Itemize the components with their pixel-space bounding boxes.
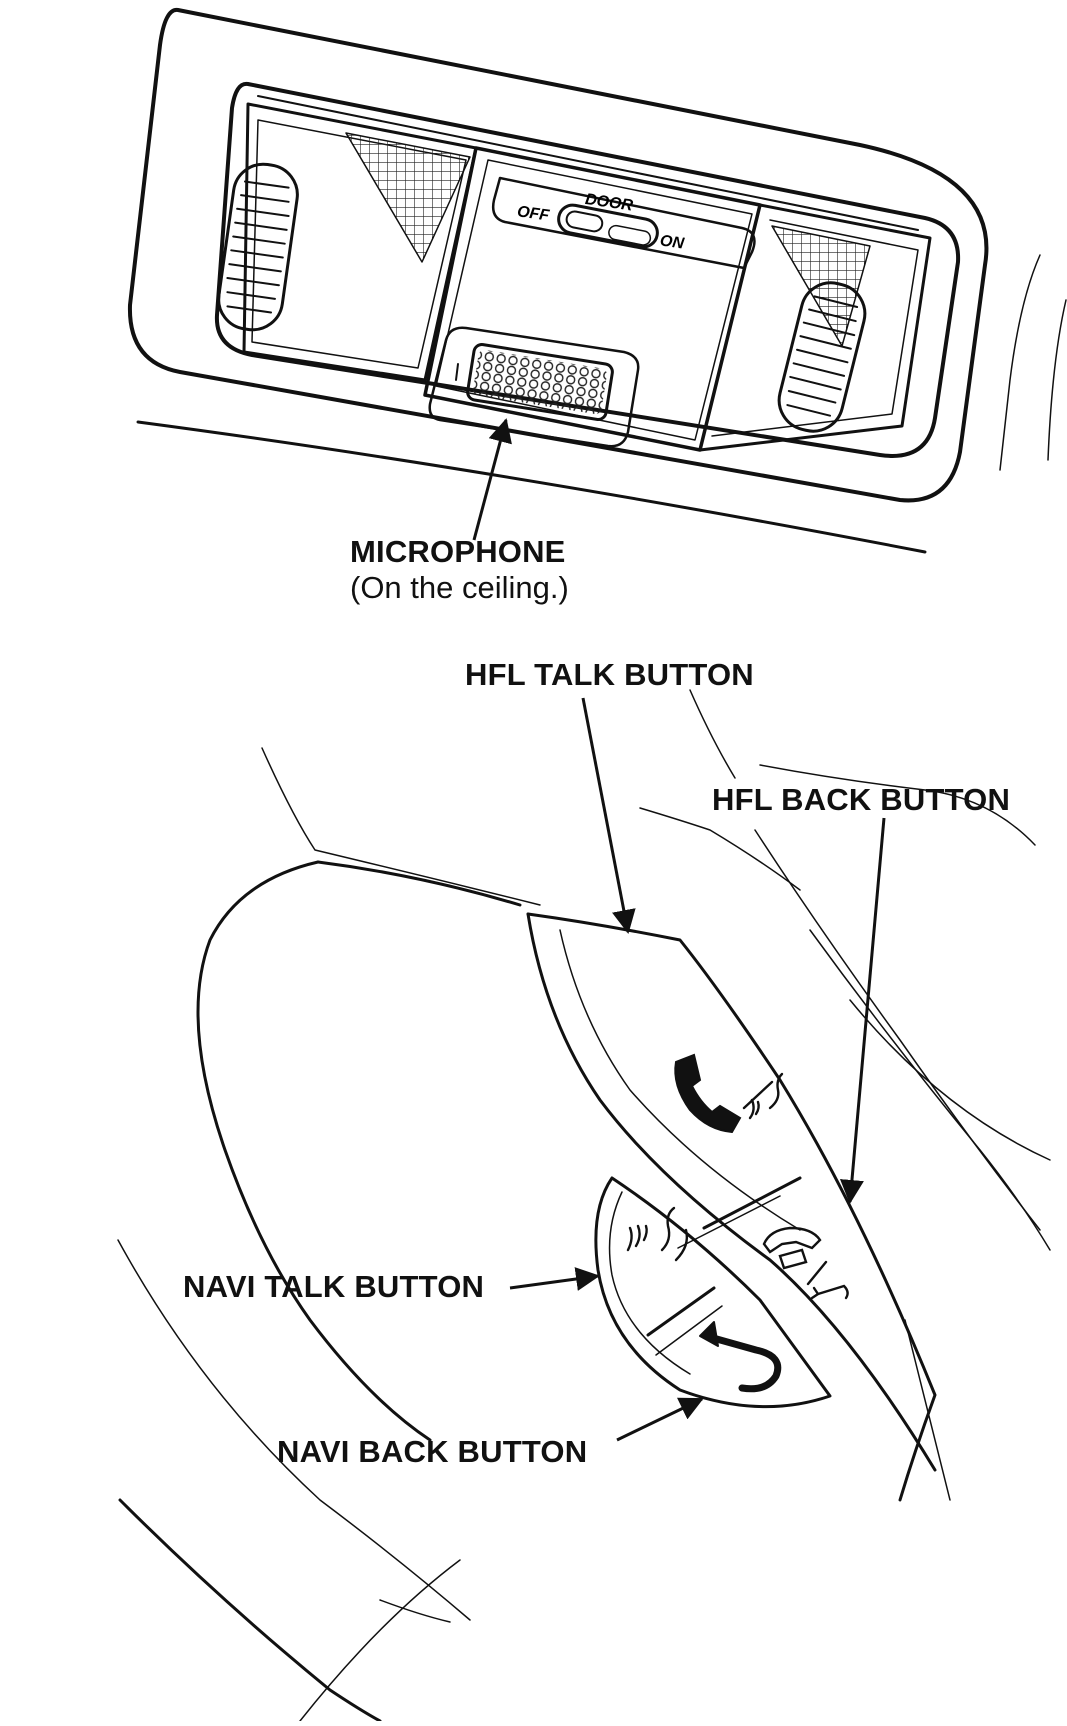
hfl-talk-leader xyxy=(581,697,636,934)
door-switch xyxy=(557,203,659,249)
navi-back-arrow-icon xyxy=(699,1321,782,1393)
overhead-console xyxy=(127,7,1067,554)
hfl-back-leader xyxy=(839,817,886,1204)
microphone-note: (On the ceiling.) xyxy=(350,570,569,605)
microphone-leader xyxy=(472,418,512,541)
right-vent-ribs xyxy=(786,295,859,417)
hfl-talk-voice-icon xyxy=(742,1072,784,1120)
navi-back-label: NAVI BACK BUTTON xyxy=(277,1434,588,1469)
hfl-back-hangup-icon xyxy=(762,1226,849,1300)
navi-back-leader xyxy=(616,1397,704,1442)
hfl-talk-phone-icon xyxy=(674,1053,742,1134)
navi-talk-leader xyxy=(509,1267,600,1291)
switch-on-label: ON xyxy=(659,232,686,252)
left-vent-ribs xyxy=(226,180,290,314)
navi-talk-voice-icon xyxy=(626,1206,689,1262)
switch-door-label: DOOR xyxy=(584,191,634,215)
hfl-talk-label: HFL TALK BUTTON xyxy=(465,657,754,692)
microphone-label: MICROPHONE xyxy=(350,534,566,569)
microphone-grille xyxy=(466,343,614,421)
hfl-back-label: HFL BACK BUTTON xyxy=(712,782,1011,817)
leader-arrows xyxy=(509,697,886,1442)
navi-talk-label: NAVI TALK BUTTON xyxy=(183,1269,485,1304)
switch-off-label: OFF xyxy=(516,203,551,224)
steering-wheel-area xyxy=(117,689,1051,1723)
